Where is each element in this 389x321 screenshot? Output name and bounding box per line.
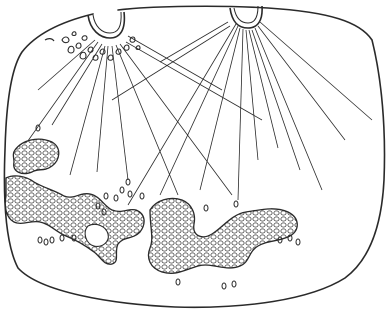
cell-mass-notch: [85, 224, 108, 246]
ray-line: [120, 44, 232, 195]
granule: [76, 43, 81, 48]
opening-left-inner: [93, 12, 121, 33]
small-cell: [296, 239, 300, 245]
ray-line: [160, 22, 228, 62]
granule: [72, 32, 76, 36]
small-cell: [176, 279, 180, 285]
cell-mass-main-left: [5, 176, 144, 264]
ray-line: [200, 28, 240, 190]
small-cell: [114, 195, 118, 201]
small-cell: [60, 235, 64, 241]
small-cell: [38, 237, 42, 243]
granule: [124, 45, 129, 50]
granule: [62, 37, 69, 43]
ray-line: [246, 30, 258, 160]
rays-left: [25, 36, 262, 195]
ray-line: [260, 22, 372, 120]
small-cell: [120, 187, 124, 193]
ray-line: [70, 46, 105, 175]
ray-line: [258, 26, 345, 140]
granule: [108, 55, 113, 60]
cell-masses: [5, 139, 297, 273]
ray-line: [38, 40, 95, 90]
cell-mass-center: [149, 198, 298, 273]
opening-right-inner: [234, 6, 258, 23]
opening-right-rim: [230, 6, 262, 28]
small-cell: [232, 281, 236, 287]
ray-line: [255, 28, 322, 190]
small-cell: [44, 239, 48, 245]
small-cell: [140, 193, 144, 199]
small-cell: [222, 283, 226, 289]
small-cell: [50, 237, 54, 243]
small-cell: [204, 205, 208, 211]
small-cell: [128, 191, 132, 197]
small-cell: [104, 193, 108, 199]
cell-mass-upper-left: [13, 139, 58, 173]
ray-line: [97, 46, 108, 172]
ray-line: [112, 46, 128, 180]
ray-line: [128, 36, 222, 90]
upper-left-mark: [45, 39, 54, 41]
granule: [82, 36, 87, 41]
granule: [68, 46, 74, 53]
ray-line: [160, 26, 238, 195]
granule: [100, 49, 105, 54]
ray-line: [128, 24, 236, 205]
small-cell: [234, 201, 238, 207]
ray-line: [238, 29, 243, 200]
granule: [80, 52, 86, 59]
